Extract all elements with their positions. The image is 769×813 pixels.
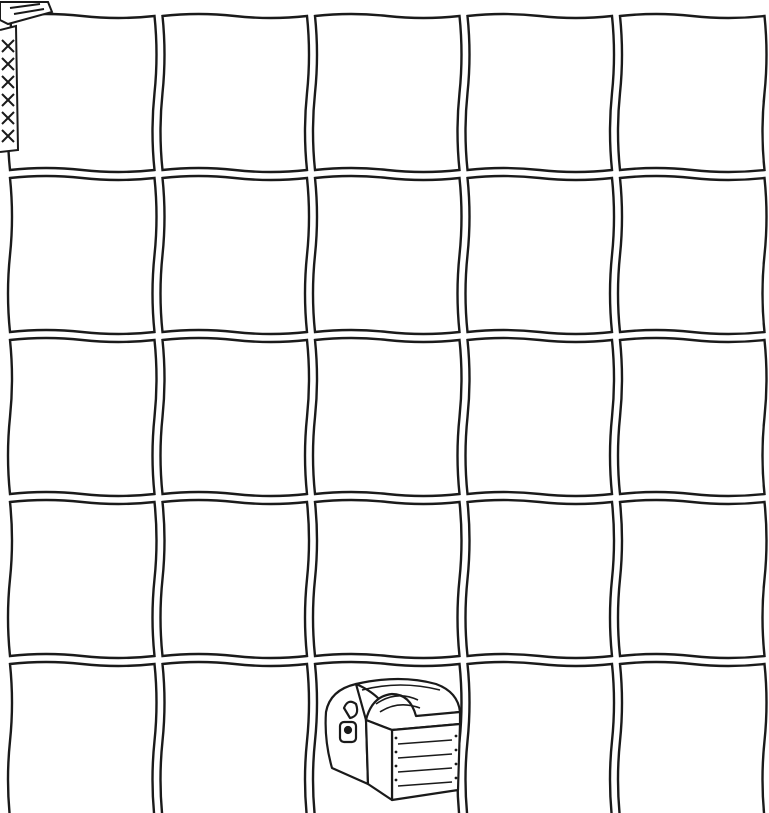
- board-tile-r1-c1[interactable]: [8, 14, 157, 172]
- board-tile-r2-c5[interactable]: [618, 176, 767, 334]
- board-tile-r5-c2[interactable]: [161, 662, 310, 813]
- board-tile-r2-c2[interactable]: [161, 176, 310, 334]
- board-tile-r4-c4[interactable]: [466, 500, 615, 658]
- board-tile-r3-c2[interactable]: [161, 338, 310, 496]
- board-tile-r1-c5[interactable]: [618, 14, 767, 172]
- board-tile-r5-c1[interactable]: [8, 662, 157, 813]
- board-tile-r4-c2[interactable]: [161, 500, 310, 658]
- board-tile-r1-c2[interactable]: [161, 14, 310, 172]
- board-tile-r2-c3[interactable]: [313, 176, 462, 334]
- board-tile-r2-c1[interactable]: [8, 176, 157, 334]
- board-tile-r4-c1[interactable]: [8, 500, 157, 658]
- board-tile-r3-c5[interactable]: [618, 338, 767, 496]
- board-tile-r3-c4[interactable]: [466, 338, 615, 496]
- board-tile-r1-c4[interactable]: [466, 14, 615, 172]
- board-tile-r3-c3[interactable]: [313, 338, 462, 496]
- board-tile-r5-c5[interactable]: [618, 662, 767, 813]
- board-tile-r1-c3[interactable]: [313, 14, 462, 172]
- board-tile-r4-c5[interactable]: [618, 500, 767, 658]
- board-tile-r4-c3[interactable]: [313, 500, 462, 658]
- board-tile-r3-c1[interactable]: [8, 338, 157, 496]
- board-tile-r2-c4[interactable]: [466, 176, 615, 334]
- board-tile-r5-c4[interactable]: [466, 662, 615, 813]
